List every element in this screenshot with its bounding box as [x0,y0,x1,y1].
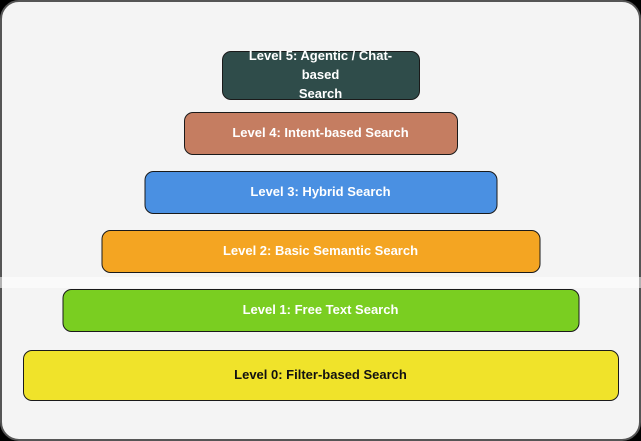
level-bar-level-0: Level 0: Filter-based Search [22,350,619,401]
level-label: Level 4: Intent-based Search [232,125,409,141]
level-label: Level 0: Filter-based Search [234,367,407,383]
level-bar-level-1: Level 1: Free Text Search [62,289,579,332]
level-bar-level-5: Level 5: Agentic / Chat-based Search [221,48,420,101]
level-label: Level 1: Free Text Search [242,302,399,318]
level-label: Level 5: Agentic / Chat-based Search [248,48,393,101]
level-bar-level-4: Level 4: Intent-based Search [183,112,458,155]
highlight-band [0,277,641,288]
level-label: Level 3: Hybrid Search [250,184,391,200]
level-label: Level 2: Basic Semantic Search [222,243,419,259]
level-bar-level-2: Level 2: Basic Semantic Search [101,230,540,273]
level-bar-level-3: Level 3: Hybrid Search [144,171,497,214]
